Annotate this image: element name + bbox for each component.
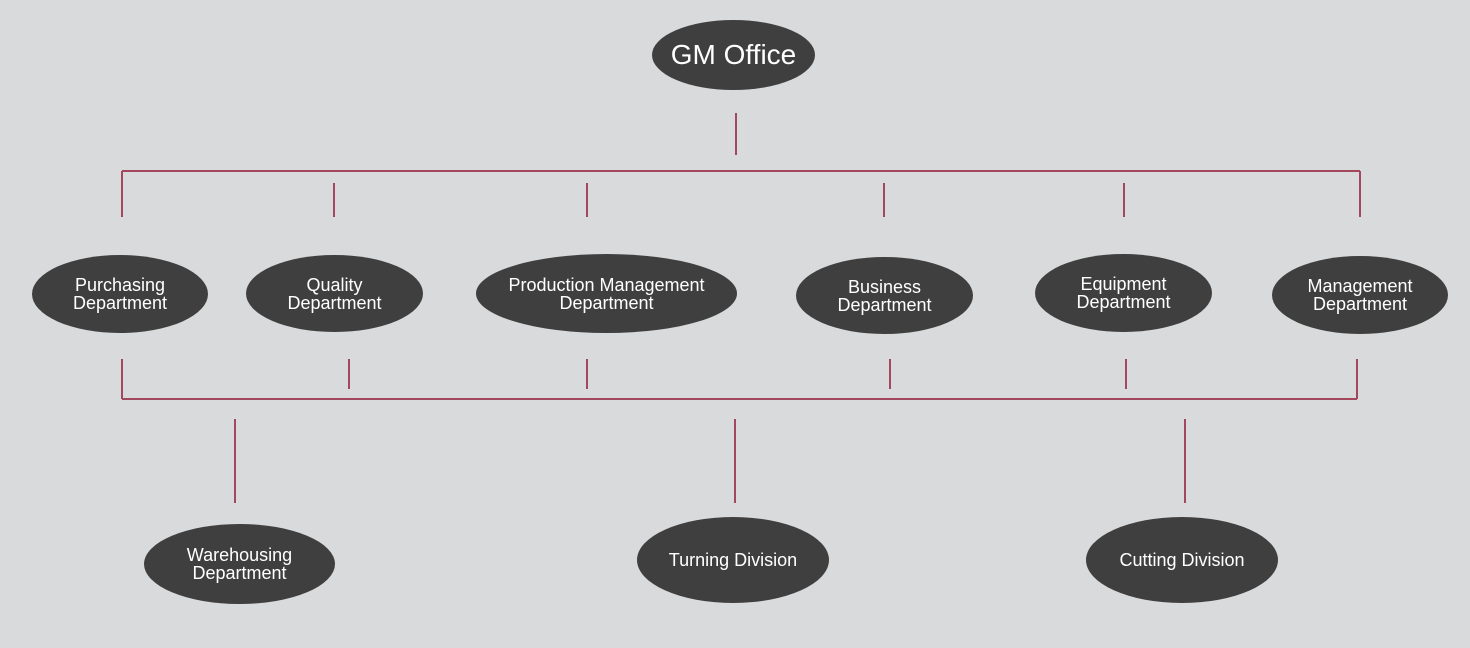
node-purchasing-department[interactable]: Purchasing Department xyxy=(32,255,208,333)
node-label: Cutting Division xyxy=(1119,550,1245,570)
node-quality-department[interactable]: Quality Department xyxy=(246,255,423,332)
node-label: Warehousing Department xyxy=(186,545,293,583)
node-label: Business Department xyxy=(837,276,932,315)
node-label: Management Department xyxy=(1307,276,1413,314)
node-management-department[interactable]: Management Department xyxy=(1272,256,1448,334)
node-label: Quality Department xyxy=(287,274,382,313)
node-turning-division[interactable]: Turning Division xyxy=(637,517,829,603)
node-label: Purchasing Department xyxy=(72,275,168,313)
node-production-management-department[interactable]: Production Management Department xyxy=(476,254,737,333)
node-cutting-division[interactable]: Cutting Division xyxy=(1086,517,1278,603)
node-label: GM Office xyxy=(670,39,797,70)
node-warehousing-department[interactable]: Warehousing Department xyxy=(144,524,335,604)
node-gm-office[interactable]: GM Office xyxy=(652,20,815,90)
node-business-department[interactable]: Business Department xyxy=(796,257,973,334)
node-label: Turning Division xyxy=(668,550,798,570)
node-label: Equipment Department xyxy=(1076,274,1171,312)
node-equipment-department[interactable]: Equipment Department xyxy=(1035,254,1212,332)
node-label: Production Management Department xyxy=(508,274,705,313)
